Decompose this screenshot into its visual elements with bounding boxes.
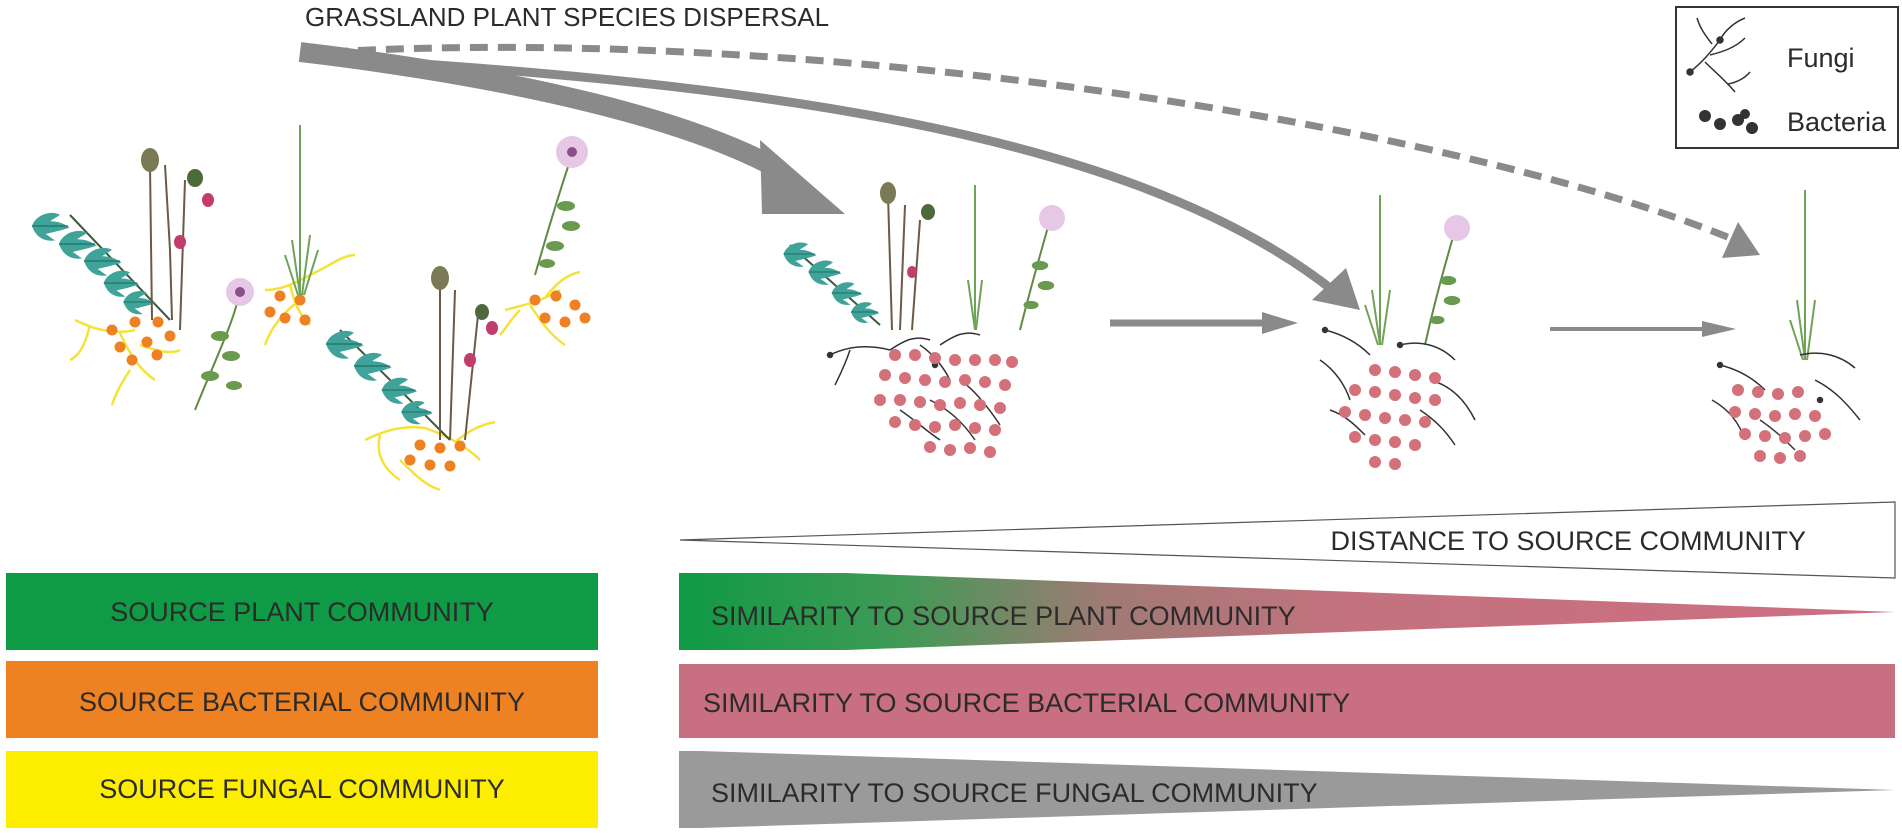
teal-plant-icon-2	[325, 266, 498, 441]
fungal-similarity-wedge	[679, 751, 1895, 828]
distance-label: DISTANCE TO SOURCE COMMUNITY	[1330, 526, 1806, 556]
flower-stalks-icon	[149, 164, 186, 331]
arrow-head-site-2	[1312, 268, 1360, 310]
legend-bacteria-label: Bacteria	[1787, 107, 1887, 137]
arrow-head-site-1	[760, 140, 845, 214]
site-1-bacteria-icon	[874, 349, 1018, 458]
source-fungal-label: SOURCE FUNGAL COMMUNITY	[99, 774, 505, 804]
source-plant-bar	[6, 573, 598, 650]
arrow-to-site-2	[299, 51, 1338, 296]
site-3-fungi-icon	[1711, 352, 1861, 451]
site-3-plant-icons	[1789, 190, 1816, 361]
site-2-plant-icons	[1364, 195, 1470, 346]
fungal-similarity-label: SIMILARITY TO SOURCE FUNGAL COMMUNITY	[711, 778, 1318, 808]
site-2-fungi-icon	[1319, 326, 1476, 446]
site-2-community	[1319, 195, 1476, 470]
dispersal-arrows	[298, 42, 1760, 337]
arrow-head-site-3	[1722, 222, 1760, 258]
bacterial-similarity-bar	[679, 664, 1895, 738]
bacterial-similarity-label: SIMILARITY TO SOURCE BACTERIAL COMMUNITY	[703, 688, 1350, 718]
source-community	[31, 125, 591, 492]
source-bacterial-label: SOURCE BACTERIAL COMMUNITY	[79, 687, 525, 717]
source-plant-label: SOURCE PLANT COMMUNITY	[110, 597, 494, 627]
plant-similarity-wedge	[679, 573, 1895, 650]
arrow-to-site-3	[329, 43, 1732, 242]
pink-flower-icon-2	[534, 136, 588, 276]
site-3-bacteria-icon	[1729, 384, 1831, 464]
site-2-bacteria-icon	[1339, 364, 1441, 470]
bacteria-icon	[1699, 109, 1758, 134]
legend-fungi-label: Fungi	[1787, 43, 1855, 73]
pink-flower-icon	[194, 278, 254, 411]
source-fungi-icon	[69, 253, 581, 492]
legend-box: Fungi Bacteria	[1675, 6, 1899, 149]
diagram-title: GRASSLAND PLANT SPECIES DISPERSAL	[305, 2, 829, 32]
teal-plant-icon	[31, 212, 171, 321]
distance-wedge	[679, 501, 1896, 579]
plant-similarity-label: SIMILARITY TO SOURCE PLANT COMMUNITY	[711, 601, 1296, 631]
site-1-community	[782, 182, 1065, 458]
site-1-plant-icons	[782, 182, 1065, 331]
source-fungal-bar	[6, 751, 598, 828]
site-3-community	[1711, 190, 1861, 464]
gradient-wedges: DISTANCE TO SOURCE COMMUNITY SIMILARITY …	[679, 501, 1896, 828]
source-plant-icons	[31, 125, 588, 441]
source-bacteria-icon	[106, 290, 591, 472]
flower-heads-icon	[141, 148, 214, 249]
source-bars: SOURCE PLANT COMMUNITY SOURCE BACTERIAL …	[6, 573, 598, 828]
grass-icon	[284, 125, 319, 296]
fungi-icon	[1686, 17, 1751, 93]
source-bacterial-bar	[6, 661, 598, 738]
